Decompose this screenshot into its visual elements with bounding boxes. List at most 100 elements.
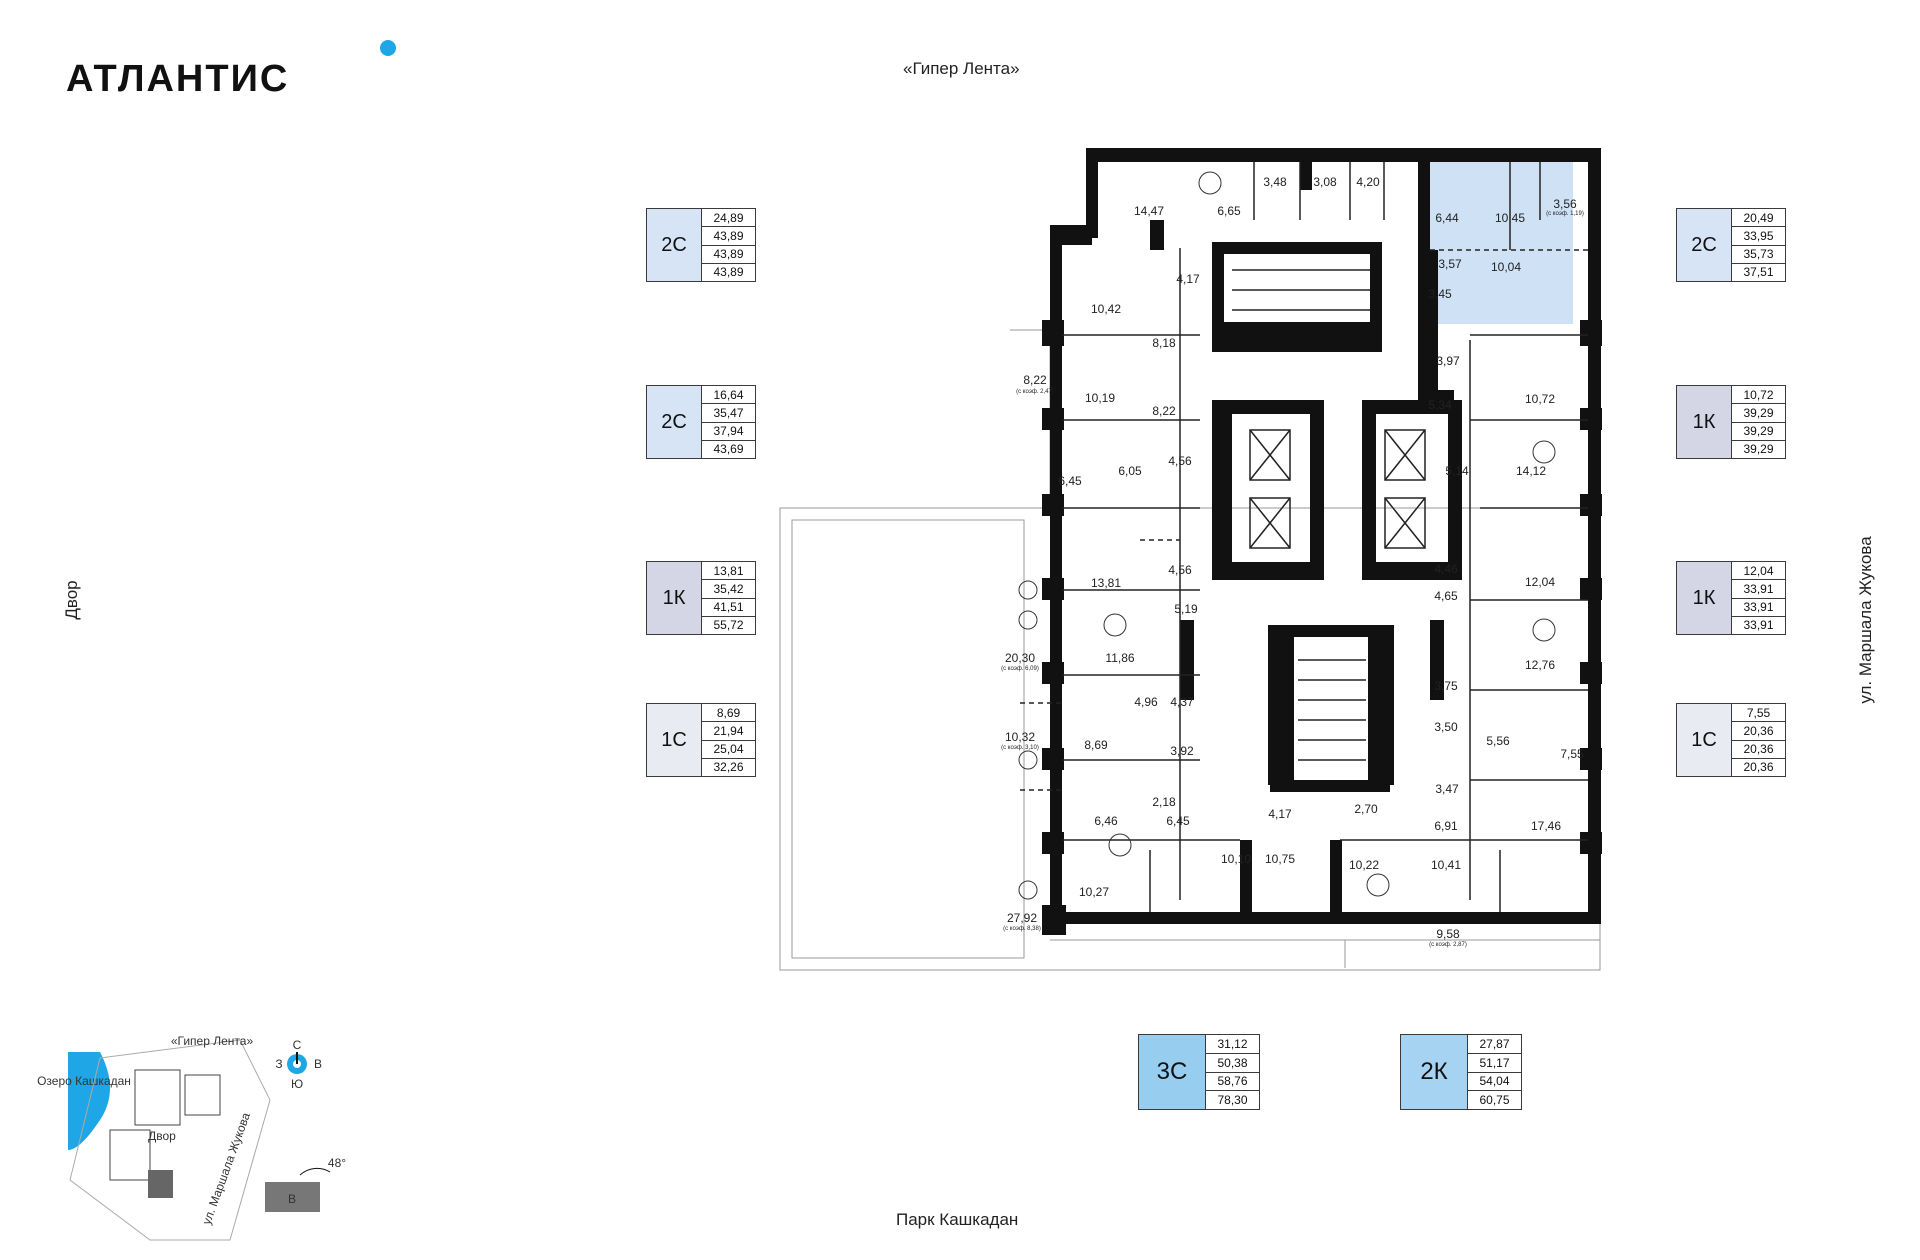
area-value: 33,91 [1732,599,1785,617]
room-area: 4,56 [1168,563,1192,577]
area-value: 20,36 [1732,741,1785,759]
area-value: 37,94 [702,423,755,441]
room-area: 3,57 [1438,257,1462,271]
area-value: 25,04 [702,741,755,759]
room-area: 10,45 [1495,211,1525,225]
apartment-type: 1К [1677,386,1732,458]
area-value: 12,04 [1732,562,1785,581]
apartment-card-1c[interactable]: 1С 8,69 21,94 25,04 32,26 [646,703,756,777]
room-area: 10,41 [1431,858,1461,872]
area-value: 58,76 [1206,1073,1259,1092]
area-value: 33,95 [1732,227,1785,246]
room-area: 4,20 [1356,175,1380,189]
room-area: 14,47 [1134,204,1164,218]
room-area: 6,91 [1434,819,1458,833]
apartment-type: 1К [647,562,702,634]
area-value: 21,94 [702,722,755,741]
room-area: 3,50 [1434,720,1458,734]
room-area: 4,17 [1268,807,1292,821]
area-value: 10,72 [1732,386,1785,405]
area-value: 24,89 [702,209,755,228]
room-area: 4,37 [1170,695,1194,709]
room-area: 3,56 [1553,197,1577,211]
room-area: 20,30 [1005,651,1035,665]
room-area: 6,05 [1118,464,1142,478]
area-value: 20,49 [1732,209,1785,228]
area-value: 43,89 [713,265,744,280]
room-area: 6,65 [1217,204,1241,218]
room-area: 2,70 [1354,802,1378,816]
area-value: 7,55 [1732,704,1785,723]
room-area: 5,14 [1445,464,1469,478]
wall-top [1086,148,1601,162]
room-area: 10,19 [1085,391,1115,405]
room-area: 5,19 [1174,602,1198,616]
area-value: 33,91 [1743,618,1774,633]
area-value: 51,17 [1468,1054,1521,1073]
apartment-type: 2С [647,209,702,281]
room-area: 6,46 [1094,814,1118,828]
room-area: 12,76 [1525,658,1555,672]
room-area: 8,22 [1152,404,1176,418]
room-area: 3,97 [1436,354,1460,368]
street-label-top: «Гипер Лента» [903,59,1020,78]
area-value: 35,47 [702,404,755,423]
room-note: (с коэф. 8,38) [1003,926,1041,932]
apartment-type: 2С [647,386,702,458]
room-area: 10,32 [1005,730,1035,744]
area-value: 32,26 [713,760,744,775]
apartment-card-3c[interactable]: 3С 31,12 50,38 58,76 78,30 [1138,1034,1260,1110]
room-area: 17,46 [1531,819,1561,833]
area-value: 35,73 [1732,246,1785,264]
area-value: 37,51 [1743,265,1774,280]
wall-right [1588,148,1601,923]
room-note: (с коэф. 2,87) [1429,942,1467,948]
apartment-card-1k[interactable]: 1К 12,04 33,91 33,91 33,91 [1676,561,1786,635]
street-label-bottom: Парк Кашкадан [896,1210,1019,1229]
area-value: 39,29 [1732,404,1785,423]
room-area: 10,04 [1491,260,1521,274]
room-area: 3,48 [1263,175,1287,189]
room-area: 10,27 [1079,885,1109,899]
room-area: 4,56 [1168,454,1192,468]
apartment-card-2k[interactable]: 2К 27,87 51,17 54,04 60,75 [1400,1034,1522,1110]
apartment-type: 2С [1677,209,1732,281]
area-value: 8,69 [702,704,755,723]
brand-logo: АТЛАНТИС [66,58,290,100]
terrace-inner [791,519,1025,959]
room-area: 6,44 [1435,211,1459,225]
room-area: 8,22 [1023,373,1047,387]
apartment-card-1k[interactable]: 1К 13,81 35,42 41,51 55,72 [646,561,756,635]
room-note: (с коэф. 1,19) [1546,211,1584,217]
area-value: 60,75 [1479,1093,1510,1108]
apartment-card-1k[interactable]: 1К 10,72 39,29 39,29 39,29 [1676,385,1786,459]
area-value: 20,36 [1732,722,1785,741]
area-value: 43,69 [713,442,744,457]
room-area: 3,75 [1434,679,1458,693]
wall-bottom [1050,912,1601,924]
logo-dot-icon [380,40,396,56]
room-area: 5,34 [1428,398,1452,412]
apartment-card-2c[interactable]: 2С 24,89 43,89 43,89 43,89 [646,208,756,282]
room-area: 14,12 [1516,464,1546,478]
area-value: 55,72 [713,618,744,633]
room-area: 10,72 [1525,392,1555,406]
room-area: 10,75 [1265,852,1295,866]
room-area: 27,92 [1007,911,1037,925]
room-area: 3,47 [1435,782,1459,796]
room-area: 5,56 [1486,734,1510,748]
area-value: 54,04 [1468,1073,1521,1092]
area-value: 43,89 [702,246,755,264]
apartment-type: 3С [1139,1035,1206,1109]
area-value: 16,64 [702,386,755,405]
area-value: 41,51 [702,599,755,617]
room-area: 3,08 [1313,175,1337,189]
highlighted-apartment [1418,160,1573,324]
apartment-card-2c[interactable]: 2С 16,64 35,47 37,94 43,69 [646,385,756,459]
room-area: 6,45 [1058,474,1082,488]
room-area: 10,42 [1091,302,1121,316]
room-area: 6,45 [1166,814,1190,828]
apartment-card-1c[interactable]: 1С 7,55 20,36 20,36 20,36 [1676,703,1786,777]
room-area: 9,58 [1436,927,1460,941]
apartment-card-2c[interactable]: 2С 20,49 33,95 35,73 37,51 [1676,208,1786,282]
